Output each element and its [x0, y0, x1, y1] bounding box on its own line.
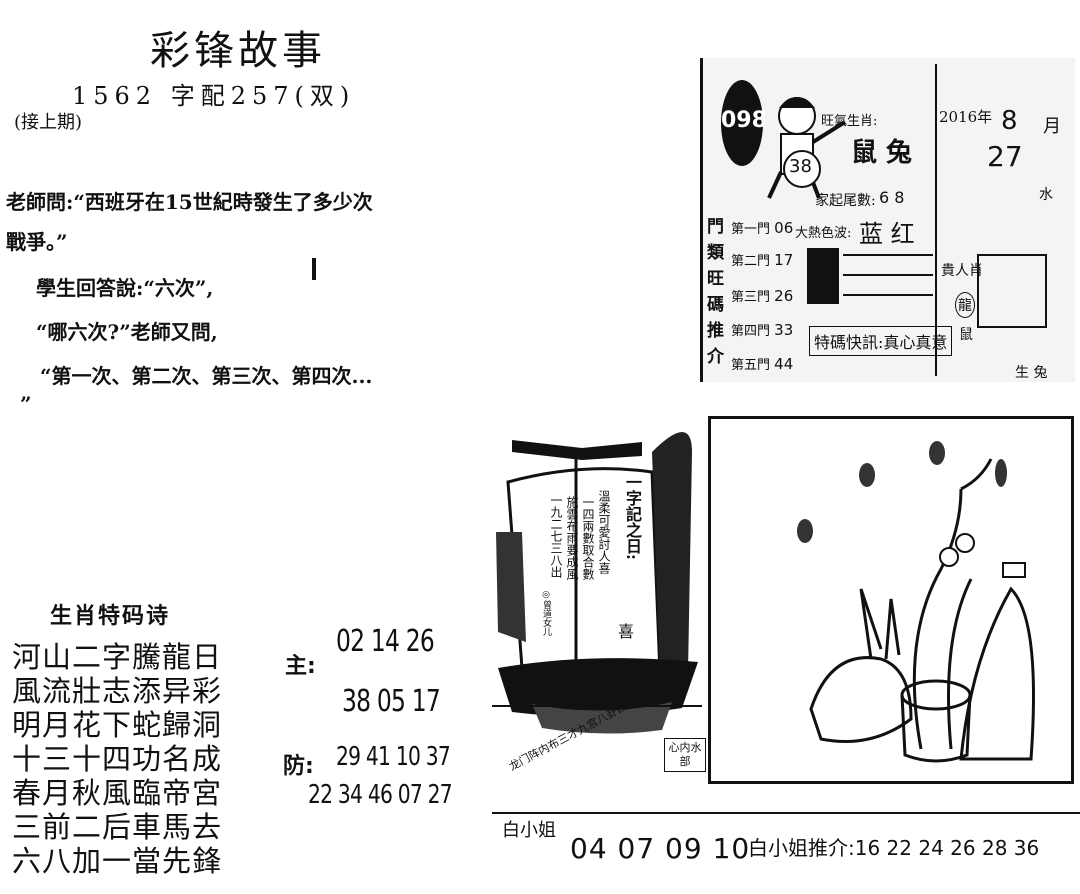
ship-author: ◎曾道女儿: [541, 590, 551, 636]
main-numbers-2: 38 05 17: [342, 684, 441, 719]
long-char: 龍: [955, 292, 975, 318]
continued-note: (接上期): [14, 112, 83, 133]
color-value: 蓝 红: [859, 220, 915, 248]
fang-numbers-2: 22 34 46 07 27: [308, 780, 453, 810]
ship-drawing: [492, 432, 702, 734]
guiren-label: 貴人肖: [941, 263, 983, 279]
badge-number: 098: [721, 108, 767, 133]
gate-vertical-label: 門類旺碼推介: [707, 217, 724, 367]
main-numbers-1: 02 14 26: [336, 624, 435, 659]
issue-line: 1562 字配257(双): [72, 82, 356, 110]
ship-answer: 喜: [618, 622, 635, 641]
bottom-label: 白小姐: [502, 820, 556, 841]
story-line: “第一次、第二次、第三次、第四次...: [40, 364, 373, 388]
water: 水: [1039, 187, 1053, 203]
poem-line: 明月花下蛇歸洞: [12, 708, 223, 742]
poem-line: 三前二后車馬去: [12, 810, 223, 844]
ship-verse: 施雲布雨要成風: [565, 496, 579, 580]
gate-row: 第一門 06: [731, 219, 794, 237]
year: 2016年: [939, 108, 993, 126]
poem-line: 六八加一當先鋒: [12, 844, 223, 878]
fang-numbers-1: 29 41 10 37: [336, 742, 451, 772]
story-line: 戰爭。”: [6, 230, 68, 254]
zodiac-label: 旺氣生肖:: [821, 114, 878, 129]
rabbit-illustration: [708, 416, 1074, 784]
info-panel: 098 38 旺氣生肖: 鼠 兔 家起尾數: 6 8 大熱色波: 蓝 红 門類旺…: [700, 58, 1075, 382]
rabbit-drawing: [797, 441, 1035, 763]
bottom-zodiac: 生 兔: [1015, 365, 1048, 381]
dark-block: [807, 248, 839, 304]
tail-label: 家起尾數:: [815, 193, 876, 209]
gate-row: 第四門 33: [731, 321, 794, 339]
poem-title: 生肖特码诗: [50, 604, 171, 629]
month-unit: 月: [1043, 116, 1061, 137]
special-news: 特碼快訊:真心真意: [809, 326, 953, 356]
ship-verse: 溫柔可愛討人喜: [597, 490, 611, 574]
tail-value: 6 8: [879, 188, 905, 207]
bottom-numbers: 04 07 09 10: [570, 832, 751, 865]
poem-line: 春月秋風臨帝宮: [12, 776, 223, 810]
story-line: ”: [20, 392, 32, 416]
ship-heading: 一字記之日:: [623, 474, 642, 560]
ball-number: 38: [789, 156, 812, 177]
day: 27: [987, 140, 1023, 173]
vertical-mark: [312, 258, 316, 280]
fang-label: 防:: [283, 754, 314, 779]
poem-line: 風流壯志添异彩: [12, 674, 223, 708]
story-line: 老師問:“西班牙在15世紀時發生了多少次: [6, 190, 373, 214]
ship-stamp: 心内水部: [664, 738, 706, 772]
mascot-figure: [767, 97, 847, 199]
month: 8: [1001, 106, 1018, 136]
story-line: “哪六次?”老師又問,: [36, 320, 218, 344]
ship-panel: 一字記之日: 溫柔可愛討人喜 一四兩數取合數 施雲布雨要成風 一九二七三八出 ◎…: [492, 412, 706, 812]
zodiac-value: 鼠 兔: [851, 138, 913, 168]
shu-char: 鼠: [959, 327, 973, 343]
story-line: 學生回答說:“六次”,: [36, 276, 214, 300]
poem-line: 十三十四功名成: [12, 742, 223, 776]
gate-row: 第三門 26: [731, 287, 794, 305]
bottom-recommendation: 白小姐推介:16 22 24 26 28 36: [748, 836, 1040, 860]
poem-line: 河山二字騰龍日: [12, 640, 223, 674]
color-label: 大熱色波:: [795, 226, 852, 241]
ship-verse: 一九二七三八出: [549, 494, 563, 578]
gate-row: 第五門 44: [731, 355, 794, 373]
ship-verse: 一四兩數取合數: [581, 496, 595, 580]
bottom-divider: [492, 812, 1080, 814]
gate-row: 第二門 17: [731, 251, 794, 269]
poem-block: 河山二字騰龍日 風流壯志添异彩 明月花下蛇歸洞 十三十四功名成 春月秋風臨帝宮 …: [12, 640, 222, 878]
page-title: 彩锋故事: [150, 28, 326, 74]
main-label: 主:: [285, 654, 316, 679]
